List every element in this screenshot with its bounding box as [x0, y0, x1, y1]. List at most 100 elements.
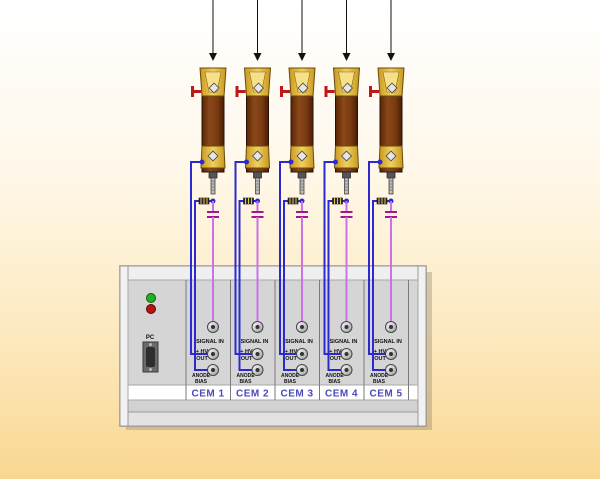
anode-bias-connector-pin: [389, 368, 393, 372]
cem-detector-3: [280, 67, 316, 195]
anode-bias-connector-pin: [255, 368, 260, 372]
hv-out-label-2: OUT: [285, 356, 297, 362]
cem-detector-1: [191, 67, 227, 195]
chassis-bottom-rail: [119, 411, 427, 427]
pc-port-screw-bottom: [149, 368, 152, 371]
hv-out-label: + HV: [240, 349, 253, 355]
module-label: CEM 4: [325, 389, 358, 400]
anode-connector-nut: [342, 171, 351, 179]
hv-out-label-2: OUT: [330, 356, 342, 362]
hv-supply-wire: [368, 161, 389, 355]
hv-tab: [191, 90, 201, 93]
hv-supply-wire: [323, 161, 345, 355]
signal-in-connector[interactable]: [296, 321, 308, 333]
signal-in-label: SIGNAL IN: [374, 339, 402, 345]
hv-tab-stem: [235, 86, 239, 97]
anode-bias-connector-pin: [211, 368, 215, 372]
hv-out-connector-pin: [211, 352, 215, 356]
hv-out-connector-pin: [344, 352, 349, 356]
signal-in-connector[interactable]: [207, 321, 219, 333]
anode-bias-label: ANODE: [192, 373, 211, 379]
anode-bias-label-2: BIAS: [284, 379, 297, 385]
anode-bias-connector-pin: [300, 368, 304, 372]
anode-bias-connector[interactable]: [207, 364, 219, 376]
signal-in-connector[interactable]: [251, 321, 264, 333]
cem-detector-5: [369, 67, 405, 195]
hv-out-label: + HV: [374, 349, 387, 355]
hv-tab: [369, 90, 379, 93]
signal-in-label: SIGNAL IN: [241, 339, 269, 345]
hv-out-connector[interactable]: [251, 348, 264, 360]
pc-port-socket: [146, 347, 155, 367]
hv-out-label-2: OUT: [374, 356, 386, 362]
electronics-chassis: [119, 265, 432, 430]
signal-in-connector[interactable]: [340, 321, 353, 333]
control-panel: PC: [142, 293, 159, 373]
anode-connector-nut: [253, 171, 262, 179]
status-led-red: [146, 304, 156, 314]
anode-connector-nut: [208, 171, 218, 179]
cem-detector-4: [324, 67, 361, 195]
anode-bias-connector[interactable]: [340, 364, 353, 376]
hv-out-connector[interactable]: [296, 348, 308, 360]
anode-connector-pin: [388, 177, 394, 195]
hv-out-connector[interactable]: [340, 348, 353, 360]
module-label: CEM 3: [280, 389, 313, 400]
signal-in-connector-pin: [389, 325, 393, 329]
anode-connector-pin: [210, 177, 216, 195]
anode-bias-label: ANODE: [370, 373, 389, 379]
detector-anode-screw: [340, 150, 353, 162]
hv-out-label: + HV: [329, 349, 342, 355]
anode-connector-pin: [299, 177, 305, 195]
hv-supply-wire: [190, 161, 211, 355]
anode-connector-pin: [344, 177, 349, 195]
hv-out-connector-pin: [300, 352, 304, 356]
module-label: CEM 1: [191, 389, 224, 400]
module-label: CEM 2: [236, 389, 269, 400]
chassis-right-rail: [417, 265, 427, 427]
hv-wire-junction: [244, 159, 249, 165]
anode-connector-pin: [255, 177, 260, 195]
hv-out-connector[interactable]: [207, 348, 219, 360]
hv-supply-wire: [279, 161, 300, 355]
signal-in-label: SIGNAL IN: [330, 339, 358, 345]
hv-wire-junction: [288, 159, 294, 165]
hv-out-label: + HV: [196, 349, 209, 355]
hv-out-label: + HV: [285, 349, 298, 355]
hv-out-connector[interactable]: [385, 348, 397, 360]
detector-top-screw: [297, 82, 309, 94]
label-strip: [127, 384, 419, 401]
anode-bias-label-2: BIAS: [373, 379, 386, 385]
hv-out-connector-pin: [389, 352, 393, 356]
anode-bias-connector[interactable]: [296, 364, 308, 376]
signal-in-connector-pin: [211, 325, 215, 329]
signal-in-label: SIGNAL IN: [285, 339, 313, 345]
module-label: CEM 5: [369, 389, 402, 400]
pc-port-label: PC: [146, 335, 155, 341]
anode-bias-label: ANODE: [281, 373, 300, 379]
signal-in-label: SIGNAL IN: [196, 339, 224, 345]
anode-connector-nut: [386, 171, 396, 179]
anode-bias-label-2: BIAS: [329, 379, 342, 385]
hv-out-label-2: OUT: [241, 356, 253, 362]
detector-anode-screw: [385, 150, 397, 162]
hv-wire-junction: [199, 159, 205, 165]
anode-bias-connector[interactable]: [251, 364, 264, 376]
pc-serial-port[interactable]: [142, 341, 159, 373]
anode-bias-connector[interactable]: [385, 364, 397, 376]
detector-anode-screw: [296, 150, 308, 162]
anode-bias-label-2: BIAS: [195, 379, 208, 385]
hv-tab-stem: [191, 86, 194, 97]
hv-out-label-2: OUT: [196, 356, 208, 362]
hv-supply-wire: [234, 161, 256, 355]
detector-top-screw: [252, 82, 265, 94]
signal-in-connector[interactable]: [385, 321, 397, 333]
signal-in-connector-pin: [344, 325, 349, 329]
anode-bias-label: ANODE: [325, 373, 344, 379]
